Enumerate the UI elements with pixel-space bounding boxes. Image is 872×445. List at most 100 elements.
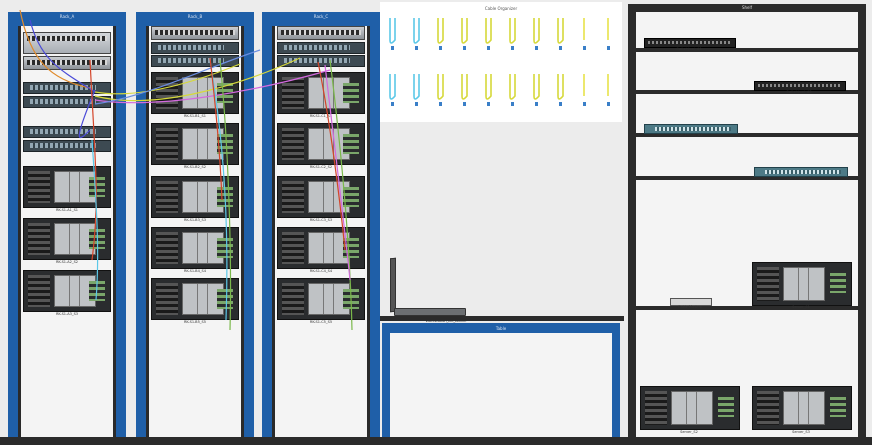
- rack-title: Rack_A: [59, 14, 75, 19]
- laptop[interactable]: [388, 256, 468, 318]
- fan-bank: [282, 77, 304, 109]
- laptop-screen: [390, 257, 396, 313]
- server-c5[interactable]: [277, 278, 365, 320]
- device-label: Switch(sw)_A2: [786, 90, 812, 94]
- network-switch[interactable]: [23, 140, 111, 152]
- fan-bank: [156, 283, 178, 315]
- floor: [0, 437, 872, 445]
- server-label: RK-S1-C5_S5: [309, 320, 333, 324]
- network-switch[interactable]: [151, 42, 239, 54]
- cable-modem[interactable]: [670, 298, 712, 306]
- rack-interior: RK-S1-A1_S1 RK-S1-A2_S2 RK-S1-A3_S3: [18, 26, 116, 437]
- server-label: RK-S1-B1_S1: [183, 114, 207, 118]
- table[interactable]: Table: [382, 323, 620, 443]
- fan-bank: [28, 223, 50, 255]
- port-block: [217, 83, 233, 103]
- server-label: RK-S1-A1_S1: [55, 208, 79, 212]
- shelf[interactable]: Shelf Switch(sw)_A1 Switch(sw)_A2 Switch…: [628, 4, 866, 440]
- rack-title: Rack_C: [313, 14, 329, 19]
- table-interior: [390, 333, 612, 443]
- server-label: RK-S1-B4_S4: [183, 269, 207, 273]
- shelf-server-1[interactable]: [752, 262, 852, 306]
- shelf-server-2[interactable]: [640, 386, 740, 430]
- fan-bank: [757, 267, 779, 301]
- server-b5[interactable]: [151, 278, 239, 320]
- fan-bank: [645, 391, 667, 425]
- fan-bank: [282, 283, 304, 315]
- fan-bank: [757, 391, 779, 425]
- server-c3[interactable]: [277, 176, 365, 218]
- switch-a1[interactable]: [644, 38, 736, 48]
- server-label: RK-S1-C1_S1: [309, 114, 333, 118]
- server-a3[interactable]: [23, 270, 111, 312]
- network-switch[interactable]: [277, 42, 365, 54]
- drive-bay: [671, 391, 713, 425]
- device-label: Switch(sw)_B1: [677, 133, 703, 137]
- fan-bank: [28, 275, 50, 307]
- fan-bank: [156, 128, 178, 160]
- shelf-board: [636, 90, 858, 94]
- server-c2[interactable]: [277, 123, 365, 165]
- coil-row-bottom: [389, 74, 609, 100]
- switch-a2[interactable]: [754, 81, 846, 91]
- port-block: [89, 177, 105, 197]
- fan-bank: [156, 181, 178, 213]
- laptop-label: Workstation_DC_Admin: [425, 319, 467, 323]
- port-block: [343, 187, 359, 207]
- server-label: RK-S1-B2_S2: [183, 165, 207, 169]
- server-label: RK-S1-B3_S3: [183, 218, 207, 222]
- device-label: Server_S1: [792, 305, 810, 309]
- shelf-board: [636, 176, 858, 180]
- server-b4[interactable]: [151, 227, 239, 269]
- organizer-title: Cable Organizer: [484, 6, 518, 11]
- shelf-board: [636, 48, 858, 52]
- switch-b1[interactable]: [644, 124, 738, 134]
- device-label: Cable Modem: [678, 305, 702, 309]
- cable-coils: [389, 18, 610, 106]
- rack-c[interactable]: Rack_C RK-S1-C1_S1 RK-S1-C2_S2 RK-S1-C3_…: [262, 12, 380, 437]
- server-label: RK-S1-C3_S3: [309, 218, 333, 222]
- rack-interior: RK-S1-C1_S1 RK-S1-C2_S2 RK-S1-C3_S3 RK-S…: [272, 26, 370, 437]
- port-block: [830, 273, 846, 293]
- server-label: RK-S1-A2_S2: [55, 260, 79, 264]
- port-block: [217, 238, 233, 258]
- shelf-interior: [636, 12, 858, 440]
- server-label: RK-S1-C2_S2: [309, 165, 333, 169]
- device-label: Switch(sw)_A1: [676, 47, 702, 51]
- rack-title: Rack_B: [187, 14, 203, 19]
- shelf-server-3[interactable]: [752, 386, 852, 430]
- server-label: RK-S1-B5_S5: [183, 320, 207, 324]
- rack-a[interactable]: Rack_A RK-S1-A1_S1 RK-S1-A2_S2 RK-S1-A3_…: [8, 12, 126, 437]
- server-c1[interactable]: [277, 72, 365, 114]
- patch-panel[interactable]: [277, 26, 365, 40]
- fan-bank: [156, 232, 178, 264]
- port-block: [217, 289, 233, 309]
- port-block: [718, 397, 734, 417]
- server-c4[interactable]: [277, 227, 365, 269]
- fan-bank: [282, 232, 304, 264]
- port-block: [343, 83, 359, 103]
- server-label: RK-S1-A3_S3: [55, 312, 79, 316]
- port-block: [830, 397, 846, 417]
- network-switch[interactable]: [151, 55, 239, 67]
- network-switch[interactable]: [23, 82, 111, 94]
- fan-bank: [282, 181, 304, 213]
- server-b2[interactable]: [151, 123, 239, 165]
- device-label: Server_S3: [792, 430, 810, 434]
- shelf-title: Shelf: [741, 5, 753, 10]
- shelf-board: [636, 133, 858, 137]
- drive-bay: [783, 267, 825, 301]
- server-label: RK-S1-C4_S4: [309, 269, 333, 273]
- switch-b2[interactable]: [754, 167, 848, 177]
- table-top: [380, 316, 624, 321]
- device-label: Server_S2: [680, 430, 698, 434]
- port-block: [343, 134, 359, 154]
- network-cables: [19, 9, 353, 331]
- fan-bank: [282, 128, 304, 160]
- cable-organizer[interactable]: Cable Organizer: [380, 2, 622, 122]
- drive-bay: [783, 391, 825, 425]
- network-switch[interactable]: [23, 126, 111, 138]
- patch-panel[interactable]: [151, 26, 239, 40]
- device-label: Switch(sw)_B2: [787, 176, 813, 180]
- patch-panel[interactable]: [23, 32, 111, 54]
